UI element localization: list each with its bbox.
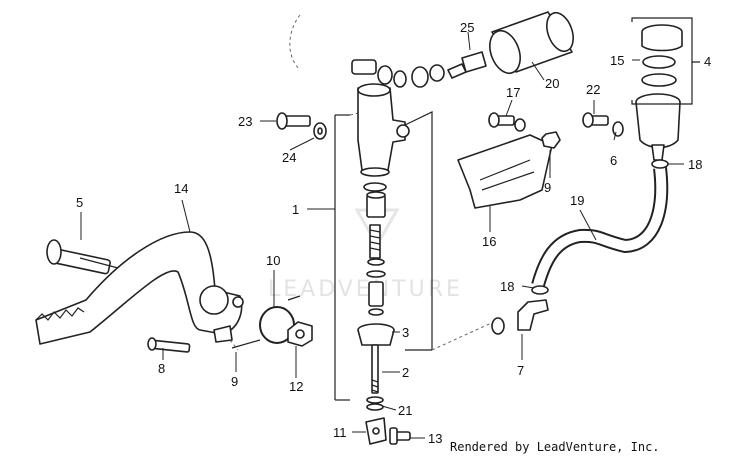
callout-18-upper: 18 [688, 157, 702, 172]
callout-4: 4 [704, 54, 711, 69]
callout-19: 19 [570, 193, 584, 208]
pin-13 [389, 427, 411, 445]
master-cylinder-body [357, 83, 410, 177]
bolt-8 [147, 337, 191, 353]
brake-hose-upper [297, 59, 377, 75]
callout-21: 21 [398, 403, 412, 418]
callout-20: 20 [545, 76, 559, 91]
callout-9-guard: 9 [544, 180, 551, 195]
assembly-frame [334, 111, 433, 401]
reservoir-can [489, 11, 574, 75]
hose-clamp-18-lower [531, 285, 549, 295]
callout-11: 11 [333, 425, 347, 440]
callout-17: 17 [506, 85, 520, 100]
credit-text: Rendered by LeadVenture, Inc. [450, 440, 660, 454]
reservoir-hose-19 [531, 167, 669, 287]
push-rod-2 [371, 344, 379, 394]
cylinder-internals [363, 182, 387, 316]
callout-7: 7 [517, 363, 524, 378]
callout-labels: 1 2 3 4 5 6 7 8 9 9 10 11 12 13 14 15 16… [76, 20, 711, 446]
hose-clamp-18-upper [651, 159, 669, 169]
callout-22: 22 [586, 82, 600, 97]
leader-lines [80, 31, 700, 439]
nut-9-upper [541, 131, 561, 149]
dust-boot-3 [357, 323, 395, 346]
washer-6 [612, 121, 624, 137]
callout-18-lower: 18 [500, 279, 514, 294]
callout-2: 2 [402, 365, 409, 380]
reservoir-cap-stack [635, 24, 683, 161]
callout-8: 8 [158, 361, 165, 376]
callout-12: 12 [289, 379, 303, 394]
brake-pedal-14 [35, 231, 244, 345]
callout-15: 15 [610, 53, 624, 68]
callout-6: 6 [610, 153, 617, 168]
callout-10: 10 [266, 253, 280, 268]
nut-12 [287, 321, 313, 347]
callout-25: 25 [460, 20, 474, 35]
washer-24 [313, 122, 327, 140]
bolt-23 [276, 112, 311, 130]
pivot-bolt-5 [46, 239, 119, 275]
callout-3: 3 [402, 325, 409, 340]
callout-5: 5 [76, 195, 83, 210]
callout-13: 13 [428, 431, 442, 446]
watermark-text: LEADVENTURE [268, 277, 463, 302]
bolt-22 [582, 112, 609, 128]
callout-14: 14 [174, 181, 188, 196]
clevis-11 [365, 417, 387, 445]
callout-9-pedal: 9 [231, 374, 238, 389]
nut-21 [366, 396, 384, 411]
callout-23: 23 [238, 114, 252, 129]
callout-16: 16 [482, 234, 496, 249]
bolt-17 [488, 112, 526, 132]
elbow-fitting-7 [491, 299, 549, 335]
heat-guard-16 [457, 134, 553, 209]
callout-24: 24 [282, 150, 296, 165]
callout-1: 1 [292, 202, 299, 217]
hose-fittings [377, 51, 487, 88]
